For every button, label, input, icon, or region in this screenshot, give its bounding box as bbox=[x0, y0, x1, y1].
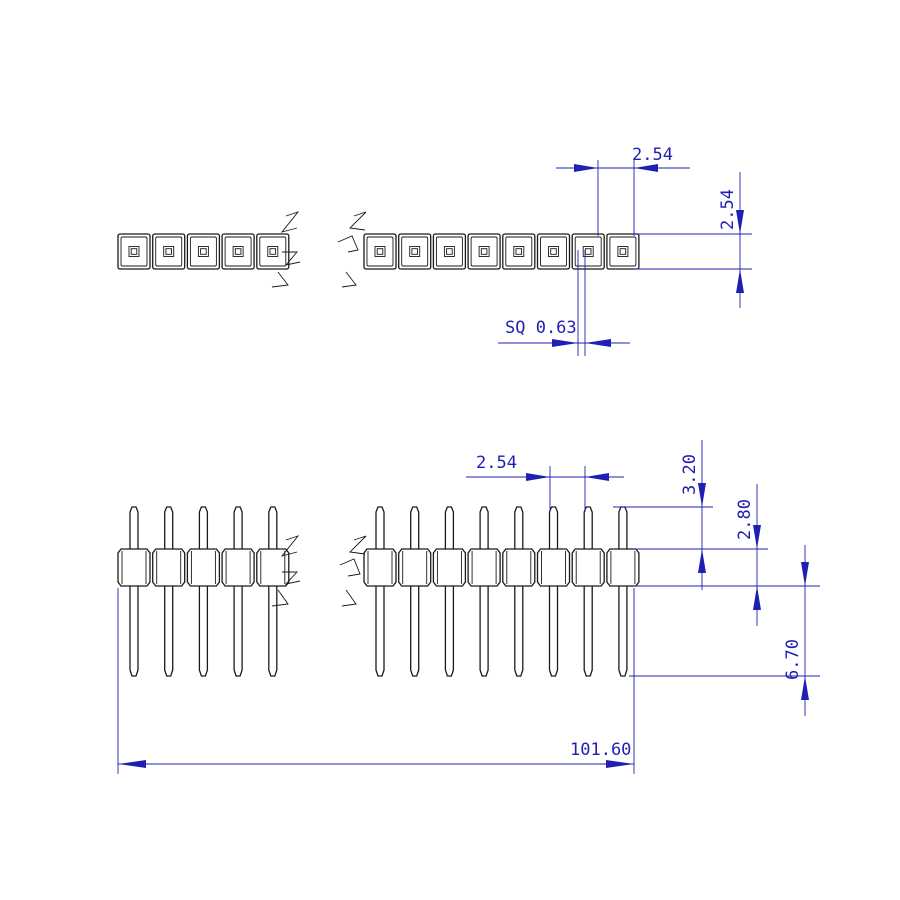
side-pitch-dimension: 2.54 bbox=[466, 453, 624, 512]
body-height-label: 2.80 bbox=[735, 499, 755, 540]
side-view-pin bbox=[256, 506, 290, 677]
top-view-pin bbox=[152, 233, 186, 270]
side-view-pin bbox=[117, 506, 151, 677]
side-view-pin bbox=[398, 506, 432, 677]
side-view-pin bbox=[363, 506, 397, 677]
side-view-pin bbox=[152, 506, 186, 677]
overall-length-label: 101.60 bbox=[570, 740, 631, 760]
pin-section-dimension: SQ 0.63 bbox=[498, 250, 630, 356]
top-pin-length-dimension: 3.20 bbox=[613, 440, 768, 590]
top-view-break-right bbox=[337, 211, 367, 288]
top-view-pin bbox=[502, 233, 536, 270]
top-view-pin bbox=[186, 233, 221, 270]
top-view-pin bbox=[606, 233, 640, 270]
top-pin-length-label: 3.20 bbox=[680, 454, 700, 495]
side-view-pin bbox=[502, 506, 536, 677]
side-view-pin bbox=[432, 506, 467, 677]
top-view-pin bbox=[398, 233, 432, 270]
top-view: 2.54 2.54 SQ 0.63 bbox=[117, 145, 752, 356]
side-view: 2.54 3.20 2.80 6.70 bbox=[117, 440, 820, 774]
bottom-pin-length-label: 6.70 bbox=[783, 639, 803, 680]
top-pitch-dimension: 2.54 bbox=[556, 145, 690, 236]
top-view-pins-right bbox=[363, 233, 640, 270]
side-view-break-left bbox=[271, 535, 301, 607]
top-view-pin bbox=[536, 233, 571, 270]
top-pitch-label: 2.54 bbox=[632, 145, 673, 165]
overall-length-dimension: 101.60 bbox=[117, 588, 635, 774]
top-view-pin bbox=[221, 233, 255, 270]
side-pitch-label: 2.54 bbox=[476, 453, 517, 473]
pin-section-label: SQ 0.63 bbox=[505, 318, 577, 338]
side-view-pins-left bbox=[117, 506, 290, 677]
top-row-dimension: 2.54 bbox=[634, 172, 752, 308]
top-view-pin bbox=[363, 233, 397, 270]
top-view-pin bbox=[467, 233, 501, 270]
top-row-label: 2.54 bbox=[718, 189, 738, 230]
top-view-break-left bbox=[271, 211, 301, 288]
top-view-pin bbox=[117, 233, 151, 270]
top-view-pin bbox=[432, 233, 467, 270]
top-view-pin bbox=[256, 233, 290, 270]
side-view-pin bbox=[536, 506, 571, 677]
side-view-break-right bbox=[339, 535, 367, 607]
side-view-pin bbox=[467, 506, 501, 677]
side-view-pins-right bbox=[363, 506, 640, 677]
top-view-pins-left bbox=[117, 233, 290, 270]
side-view-pin bbox=[571, 506, 605, 677]
top-view-pin bbox=[571, 233, 605, 270]
side-view-pin bbox=[221, 506, 255, 677]
bottom-pin-length-dimension: 6.70 bbox=[629, 545, 820, 716]
side-view-pin bbox=[186, 506, 221, 677]
body-height-dimension: 2.80 bbox=[634, 484, 820, 626]
